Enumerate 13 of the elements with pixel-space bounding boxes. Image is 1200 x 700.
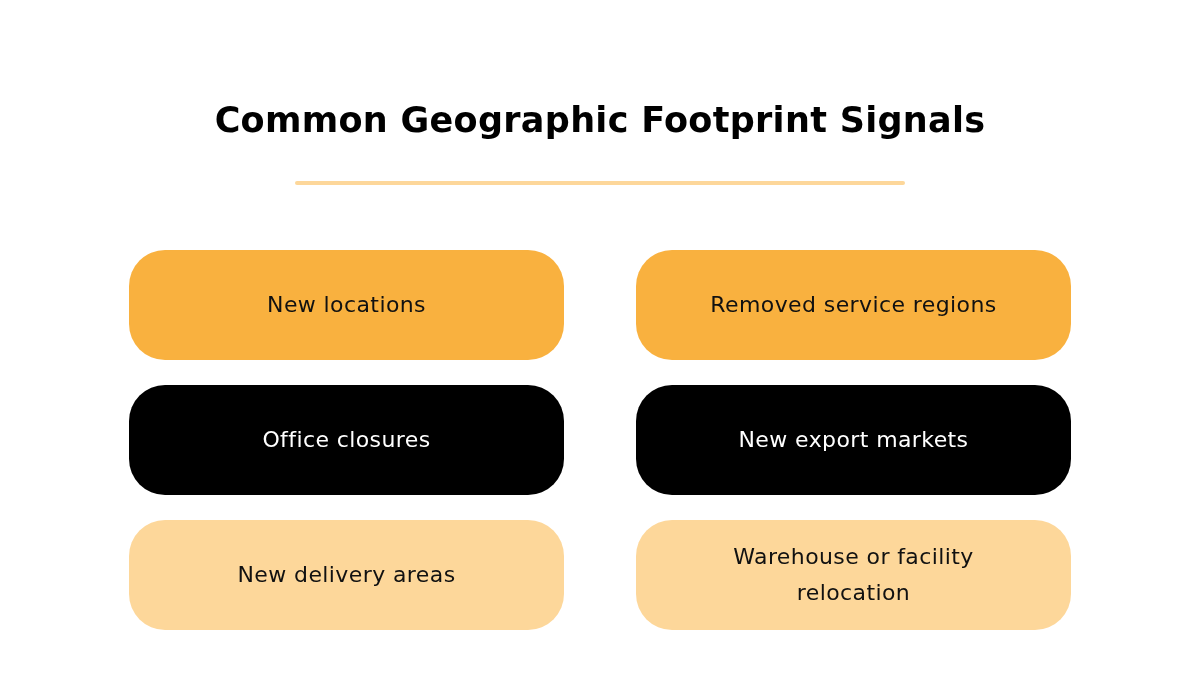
card-label: New locations <box>267 291 426 319</box>
card-label: Office closures <box>262 426 431 454</box>
signal-card <box>129 385 564 495</box>
signal-card <box>636 385 1071 495</box>
signal-card <box>636 520 1071 630</box>
signal-card <box>636 250 1071 360</box>
card-label: Warehouse or facility relocation <box>732 543 975 607</box>
card-label: Removed service regions <box>710 291 997 319</box>
signal-card <box>129 250 564 360</box>
card-label: New export markets <box>738 426 969 454</box>
signal-card <box>129 520 564 630</box>
card-label: New delivery areas <box>237 561 456 589</box>
title: Common Geographic Footprint Signals <box>214 99 986 142</box>
